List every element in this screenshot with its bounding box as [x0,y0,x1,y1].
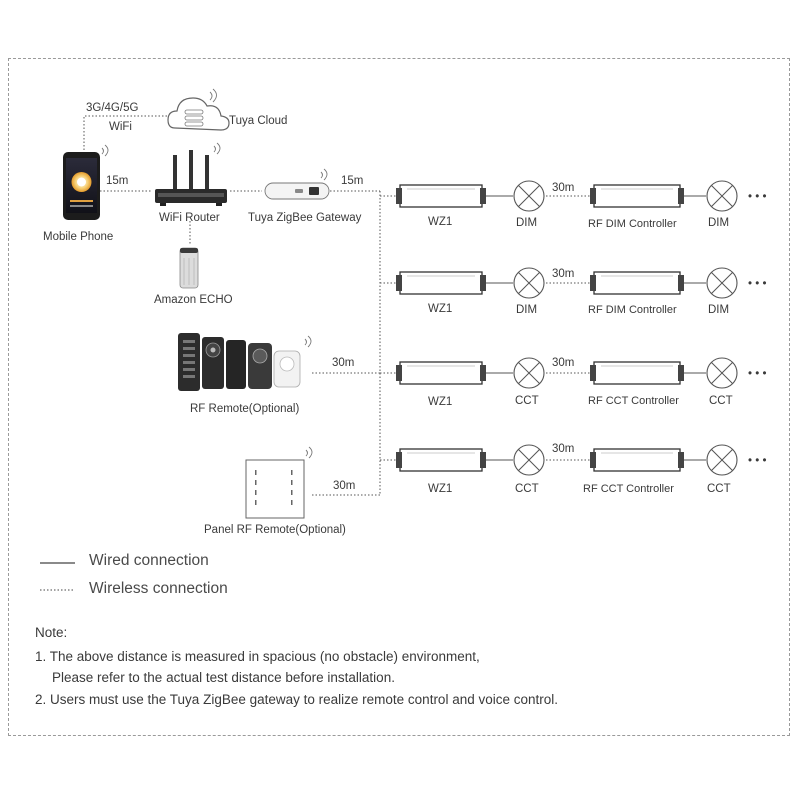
panel-remote-label: Panel RF Remote(Optional) [204,524,346,536]
wired-legend-label: Wired connection [89,552,209,569]
controller-label: RF CCT Controller [583,483,674,495]
lamp-icon [706,357,738,389]
load-label: DIM [708,217,729,229]
note-title: Note: [35,625,68,640]
network-label: 3G/4G/5G [86,102,138,114]
lamp-icon [513,267,545,299]
diagram-frame [8,58,790,736]
cloud-icon [167,88,230,131]
controller-label: RF DIM Controller [588,218,677,230]
rf-remote-distance: 30m [332,357,354,369]
amazon-echo-icon[interactable] [179,247,199,289]
rf-controller[interactable] [590,448,684,472]
wifi-router-label: WiFi Router [159,212,220,224]
load-label: DIM [708,304,729,316]
load-label: DIM [516,217,537,229]
controller-distance: 30m [552,268,574,280]
load-label: DIM [516,304,537,316]
lamp-icon [513,444,545,476]
wz1-receiver[interactable] [396,184,486,208]
wz1-receiver[interactable] [396,361,486,385]
load-label: CCT [709,395,733,407]
receiver-label: WZ1 [428,216,452,228]
rf-controller[interactable] [590,361,684,385]
controller-distance: 30m [552,182,574,194]
output-row: WZ1 DIM 30m RF DIM Controller DIM • • • [396,180,766,230]
rf-controller[interactable] [590,271,684,295]
amazon-echo-label: Amazon ECHO [154,294,233,306]
gateway-label: Tuya ZigBee Gateway [248,212,362,224]
panel-remote-distance: 30m [333,480,355,492]
note-line-2: 2. Users must use the Tuya ZigBee gatewa… [35,692,559,707]
rf-controller[interactable] [590,184,684,208]
controller-label: RF CCT Controller [588,395,679,407]
note-line-1b: Please refer to the actual test distance… [52,670,395,685]
receiver-label: WZ1 [428,303,452,315]
wired-links [484,195,706,461]
output-row: WZ1 DIM 30m RF DIM Controller DIM • • • [396,267,766,316]
more-indicator: • • • [748,191,766,203]
controller-label: RF DIM Controller [588,304,677,316]
lamp-icon [706,180,738,212]
receiver-label: WZ1 [428,483,452,495]
note-line-1: 1. The above distance is measured in spa… [35,649,480,664]
wifi-router-icon[interactable] [155,142,227,206]
wireless-links [83,115,590,496]
controller-distance: 30m [552,357,574,369]
more-indicator: • • • [748,278,766,290]
lamp-icon [706,267,738,299]
mobile-phone-icon[interactable] [63,144,109,220]
cloud-label: Tuya Cloud [229,115,287,127]
load-label: CCT [707,483,731,495]
lamp-icon [513,180,545,212]
lamp-icon [513,357,545,389]
more-indicator: • • • [748,368,766,380]
wireless-legend-label: Wireless connection [89,580,228,597]
receiver-label: WZ1 [428,396,452,408]
gateway-distance: 15m [341,175,363,187]
load-label: CCT [515,395,539,407]
panel-remote-icon[interactable] [245,446,313,519]
output-row: WZ1 CCT 30m RF CCT Controller CCT • • • [396,443,766,495]
wifi-label: WiFi [109,121,132,133]
output-row: WZ1 CCT 30m RF CCT Controller CCT • • • [396,357,766,408]
phone-router-distance: 15m [106,175,128,187]
controller-distance: 30m [552,443,574,455]
rf-remote-label: RF Remote(Optional) [190,403,299,415]
rf-remote-icon[interactable] [178,333,312,391]
wz1-receiver[interactable] [396,271,486,295]
more-indicator: • • • [748,455,766,467]
wz1-receiver[interactable] [396,448,486,472]
mobile-phone-label: Mobile Phone [43,231,113,243]
load-label: CCT [515,483,539,495]
zigbee-gateway-icon[interactable] [264,168,330,200]
lamp-icon [706,444,738,476]
